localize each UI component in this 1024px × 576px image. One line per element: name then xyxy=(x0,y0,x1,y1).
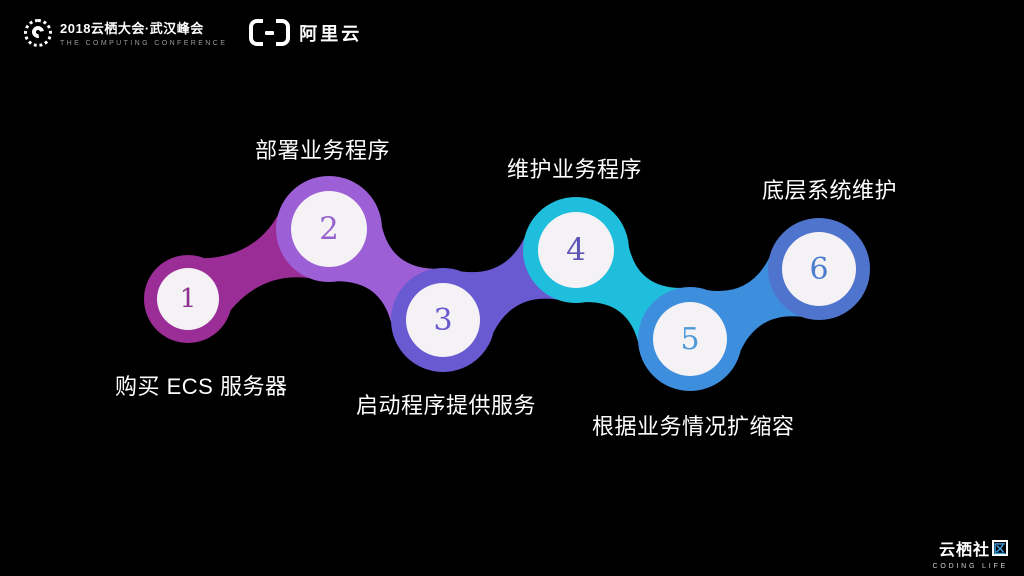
step-circle-6: 6 xyxy=(768,218,870,320)
conference-logo: 2018云栖大会·武汉峰会 THE COMPUTING CONFERENCE xyxy=(24,18,227,47)
conference-title: 2018云栖大会·武汉峰会 xyxy=(60,21,204,36)
step-label-3: 启动程序提供服务 xyxy=(356,393,537,418)
alibaba-cloud-brackets-icon xyxy=(249,19,291,46)
step-label-5: 根据业务情况扩缩容 xyxy=(592,414,795,439)
step-label-2: 部署业务程序 xyxy=(255,138,391,163)
step-number-6: 6 xyxy=(809,251,829,287)
step-number-1: 1 xyxy=(179,284,197,314)
footer-community-logo: 云栖社区 CODING LIFE xyxy=(932,536,1008,570)
alibaba-cloud-name: 阿里云 xyxy=(299,23,363,44)
step-circle-4: 4 xyxy=(523,197,629,303)
step-circle-6-face: 6 xyxy=(782,232,856,306)
community-name-boxed-char: 区 xyxy=(992,540,1008,556)
step-number-3: 3 xyxy=(433,302,453,338)
step-circle-5-face: 5 xyxy=(653,302,727,376)
step-circle-2: 2 xyxy=(276,176,382,282)
conference-logo-text: 2018云栖大会·武汉峰会 THE COMPUTING CONFERENCE xyxy=(60,18,227,47)
community-name-prefix: 云栖社 xyxy=(938,542,990,559)
step-number-5: 5 xyxy=(680,321,700,357)
community-name: 云栖社区 xyxy=(932,536,1008,560)
step-circle-3: 3 xyxy=(391,268,495,372)
step-circle-1-face: 1 xyxy=(157,268,219,330)
step-label-1: 购买 ECS 服务器 xyxy=(115,374,288,399)
conference-logo-icon xyxy=(24,18,52,47)
conference-subtitle: THE COMPUTING CONFERENCE xyxy=(60,40,228,47)
step-number-2: 2 xyxy=(319,211,339,247)
step-circle-2-face: 2 xyxy=(291,191,367,267)
step-number-4: 4 xyxy=(566,232,586,268)
step-circle-4-face: 4 xyxy=(538,212,614,288)
community-tagline: CODING LIFE xyxy=(932,563,1008,570)
step-label-4: 维护业务程序 xyxy=(507,157,643,182)
step-circle-1: 1 xyxy=(144,255,232,343)
connector-4-5 xyxy=(585,247,681,342)
header: 2018云栖大会·武汉峰会 THE COMPUTING CONFERENCE 阿… xyxy=(24,18,362,47)
bracket-right-icon xyxy=(276,19,291,46)
step-circle-5: 5 xyxy=(638,287,742,391)
step-label-6: 底层系统维护 xyxy=(762,178,898,203)
alibaba-cloud-logo: 阿里云 xyxy=(249,19,362,46)
bracket-left-icon xyxy=(249,19,264,46)
bracket-dash-icon xyxy=(265,30,275,35)
step-circle-3-face: 3 xyxy=(406,283,480,357)
